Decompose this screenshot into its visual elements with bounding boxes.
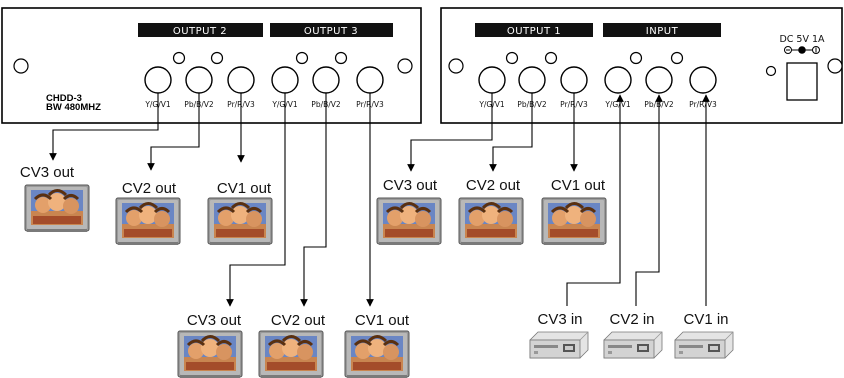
- input-header: [603, 23, 721, 37]
- input-y-jack-icon[interactable]: [604, 66, 632, 94]
- output3-header-label: OUTPUT 3: [304, 26, 358, 37]
- model-name: CHDD-3: [46, 93, 82, 104]
- dc-polarity-icon: [784, 46, 820, 54]
- port-label: Y/G/V1: [604, 100, 631, 109]
- led-hole-icon: [172, 51, 186, 65]
- output2-header-label: OUTPUT 2: [173, 26, 227, 37]
- mount-hole-icon: [827, 58, 843, 74]
- port-label: Pr/R/V3: [689, 100, 717, 109]
- wire-output3-pb: [300, 93, 327, 307]
- wire-input-y: [566, 94, 624, 306]
- output1-header-label: OUTPUT 1: [507, 26, 561, 37]
- dc-power-label: DC 5V 1A: [779, 34, 825, 45]
- wire-output2-pb: [147, 93, 200, 171]
- monitor-label: CV3 out: [187, 312, 242, 329]
- output3-y-jack-icon[interactable]: [271, 66, 299, 94]
- dc-indicator-icon: [765, 65, 777, 77]
- led-hole-icon: [629, 51, 643, 65]
- led-hole-icon: [295, 51, 309, 65]
- led-hole-icon: [334, 51, 348, 65]
- monitor-icon: [23, 183, 91, 234]
- monitor-label: CV2 out: [122, 180, 177, 197]
- led-hole-icon: [544, 51, 558, 65]
- output3-pb-jack-icon[interactable]: [312, 66, 340, 94]
- output2-pb-jack-icon[interactable]: [185, 66, 213, 94]
- monitor-label: CV3 out: [383, 177, 438, 194]
- monitor-label: CV2 out: [466, 177, 521, 194]
- led-hole-icon: [505, 51, 519, 65]
- monitor-icon: [457, 196, 525, 247]
- monitor-icon: [206, 196, 274, 247]
- monitor-label: CV3 out: [20, 164, 75, 181]
- led-hole-icon: [210, 51, 224, 65]
- input-header-label: INPUT: [646, 26, 679, 37]
- output3-header: [270, 23, 393, 37]
- wire-output2-y: [49, 93, 159, 161]
- video-player-icon: [529, 331, 589, 359]
- wire-output1-pb: [489, 93, 533, 172]
- monitor-label: CV1 out: [217, 180, 272, 197]
- input-pb-jack-icon[interactable]: [645, 66, 673, 94]
- device-a-panel: OUTPUT 1 INPUT Y/G/V1 Pb/B/V2 Pr/R/V3 Y/…: [440, 7, 843, 124]
- output1-pb-jack-icon[interactable]: [518, 66, 546, 94]
- monitor-icon: [257, 329, 325, 378]
- connection-wires: [49, 93, 710, 307]
- monitor-label: CV1 out: [355, 312, 410, 329]
- dc-power-jack-icon[interactable]: [786, 62, 818, 101]
- source-label: CV3 in: [537, 311, 582, 328]
- input-pr-jack-icon[interactable]: [689, 66, 717, 94]
- monitor-icon: [176, 329, 244, 378]
- video-player-icon: [674, 331, 734, 359]
- output1-header: [475, 23, 593, 37]
- model-bandwidth: BW 480MHZ: [46, 102, 101, 113]
- video-player-icon: [603, 331, 663, 359]
- led-hole-icon: [670, 51, 684, 65]
- source-group: CV3 in CV2 in CV1 in: [529, 311, 734, 359]
- output2-y-jack-icon[interactable]: [144, 66, 172, 94]
- output2-header: [138, 23, 263, 37]
- monitor-group-output2: CV3 out CV2 out CV1 out: [20, 164, 274, 247]
- monitor-group-output1: CV3 out CV2 out CV1 out: [375, 177, 608, 247]
- wire-output3-y: [226, 93, 286, 307]
- output2-pr-jack-icon[interactable]: [227, 66, 255, 94]
- mount-hole-icon: [13, 58, 29, 74]
- output1-y-jack-icon[interactable]: [478, 66, 506, 94]
- mount-hole-icon: [397, 58, 413, 74]
- monitor-label: CV2 out: [271, 312, 326, 329]
- mount-hole-icon: [448, 58, 464, 74]
- monitor-icon: [114, 196, 182, 247]
- wire-input-pb: [635, 94, 663, 306]
- monitor-icon: [375, 196, 443, 247]
- monitor-label: CV1 out: [551, 177, 606, 194]
- monitor-group-output3: CV3 out CV2 out CV1 out: [176, 312, 411, 378]
- device-b-panel: OUTPUT 2 OUTPUT 3 Y/G/V1 Pb/B/V2 Pr/R/V3…: [1, 7, 422, 124]
- output3-pr-jack-icon[interactable]: [356, 66, 384, 94]
- wire-output1-y: [407, 93, 493, 172]
- output1-pr-jack-icon[interactable]: [560, 66, 588, 94]
- source-label: CV1 in: [683, 311, 728, 328]
- monitor-icon: [343, 329, 411, 378]
- source-label: CV2 in: [609, 311, 654, 328]
- monitor-icon: [540, 196, 608, 247]
